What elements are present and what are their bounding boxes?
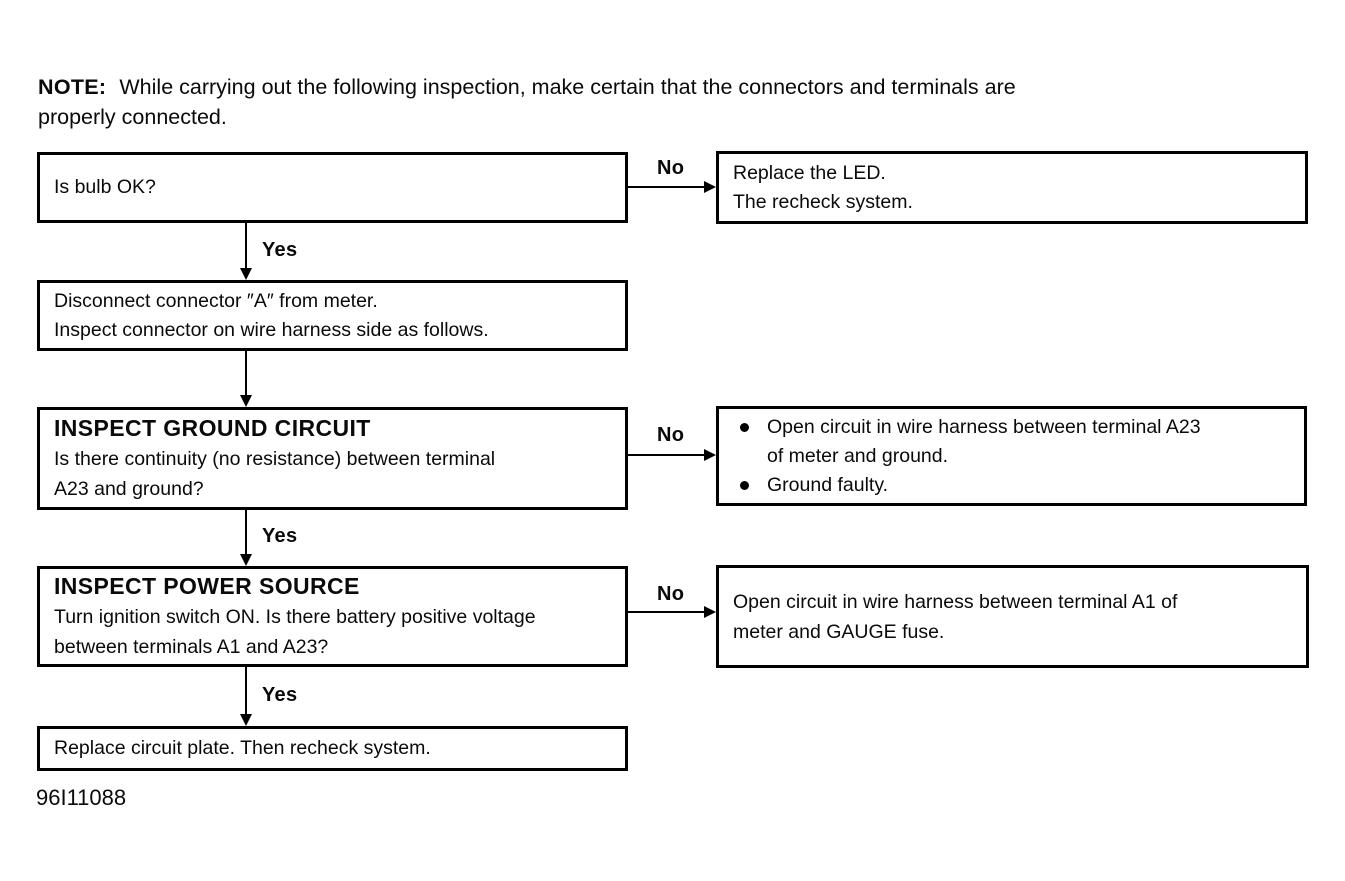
yes-label-1: Yes: [262, 239, 298, 261]
arrow-right-icon: [704, 606, 716, 618]
box-text-line: Is there continuity (no resistance) betw…: [54, 448, 496, 470]
arrow-down-icon: [240, 714, 252, 726]
connector-yes-line-1: [245, 223, 247, 269]
connector-no-line-1: [627, 186, 705, 188]
box-text-line: Inspect connector on wire harness side a…: [54, 318, 489, 341]
box-text-line: Replace the LED.: [733, 161, 886, 184]
bullet-dot-icon: [733, 413, 767, 471]
connector-no-line-4: [627, 611, 705, 613]
no-label-3: No: [657, 424, 685, 446]
connector-line-2: [245, 350, 247, 396]
bullet-dot-icon: [733, 471, 767, 500]
flow-box-inspect-power-source: INSPECT POWER SOURCE Turn ignition switc…: [37, 566, 628, 667]
arrow-down-icon: [240, 554, 252, 566]
bullet-text-line: Open circuit in wire harness between ter…: [767, 415, 1201, 438]
note: NOTE: While carrying out the following in…: [38, 72, 1323, 132]
flow-box-is-bulb-ok: Is bulb OK?: [37, 152, 628, 223]
box-title: INSPECT POWER SOURCE: [54, 573, 360, 599]
box-title: INSPECT GROUND CIRCUIT: [54, 415, 371, 441]
flow-box-replace-led: Replace the LED. The recheck system.: [716, 151, 1308, 224]
connector-yes-line-3: [245, 509, 247, 555]
yes-label-3: Yes: [262, 525, 298, 547]
figure-code: 96I11088: [36, 785, 127, 810]
box-text-line: between terminals A1 and A23?: [54, 636, 329, 658]
box-text-line: Turn ignition switch ON. Is there batter…: [54, 606, 536, 628]
bullet-item: Ground faulty.: [733, 471, 1290, 500]
connector-yes-line-4: [245, 666, 247, 715]
arrow-down-icon: [240, 268, 252, 280]
flow-box-ground-circuit-faults: Open circuit in wire harness between ter…: [716, 406, 1307, 506]
arrow-down-icon: [240, 395, 252, 407]
flow-box-power-source-fault: Open circuit in wire harness between ter…: [716, 565, 1309, 668]
note-line-1: NOTE: While carrying out the following in…: [38, 72, 1323, 102]
bullet-item: Open circuit in wire harness between ter…: [733, 413, 1290, 471]
box-text-line: Disconnect connector ″A″ from meter.: [54, 289, 378, 312]
no-label-1: No: [657, 157, 685, 179]
box-text: Replace circuit plate. Then recheck syst…: [54, 737, 431, 759]
arrow-right-icon: [704, 181, 716, 193]
no-label-4: No: [657, 583, 685, 605]
arrow-right-icon: [704, 449, 716, 461]
box-text: Is bulb OK?: [54, 176, 156, 198]
note-text-line1: While carrying out the following inspect…: [119, 75, 1016, 99]
bullet-text: Open circuit in wire harness between ter…: [767, 413, 1201, 471]
box-text-line: A23 and ground?: [54, 478, 204, 500]
flow-box-inspect-ground-circuit: INSPECT GROUND CIRCUIT Is there continui…: [37, 407, 628, 510]
box-text-line: meter and GAUGE fuse.: [733, 620, 945, 643]
box-text-line: The recheck system.: [733, 190, 913, 213]
box-text-line: Open circuit in wire harness between ter…: [733, 590, 1178, 613]
flow-box-replace-circuit-plate: Replace circuit plate. Then recheck syst…: [37, 726, 628, 771]
bullet-text-line: Ground faulty.: [767, 473, 889, 496]
note-label: NOTE:: [38, 75, 107, 99]
flow-box-disconnect-connector: Disconnect connector ″A″ from meter. Ins…: [37, 280, 628, 351]
note-text-line2: properly connected.: [38, 105, 227, 129]
bullet-text: Ground faulty.: [767, 471, 888, 500]
bullet-text-line: of meter and ground.: [767, 444, 949, 467]
connector-no-line-3: [627, 454, 705, 456]
yes-label-4: Yes: [262, 684, 298, 706]
